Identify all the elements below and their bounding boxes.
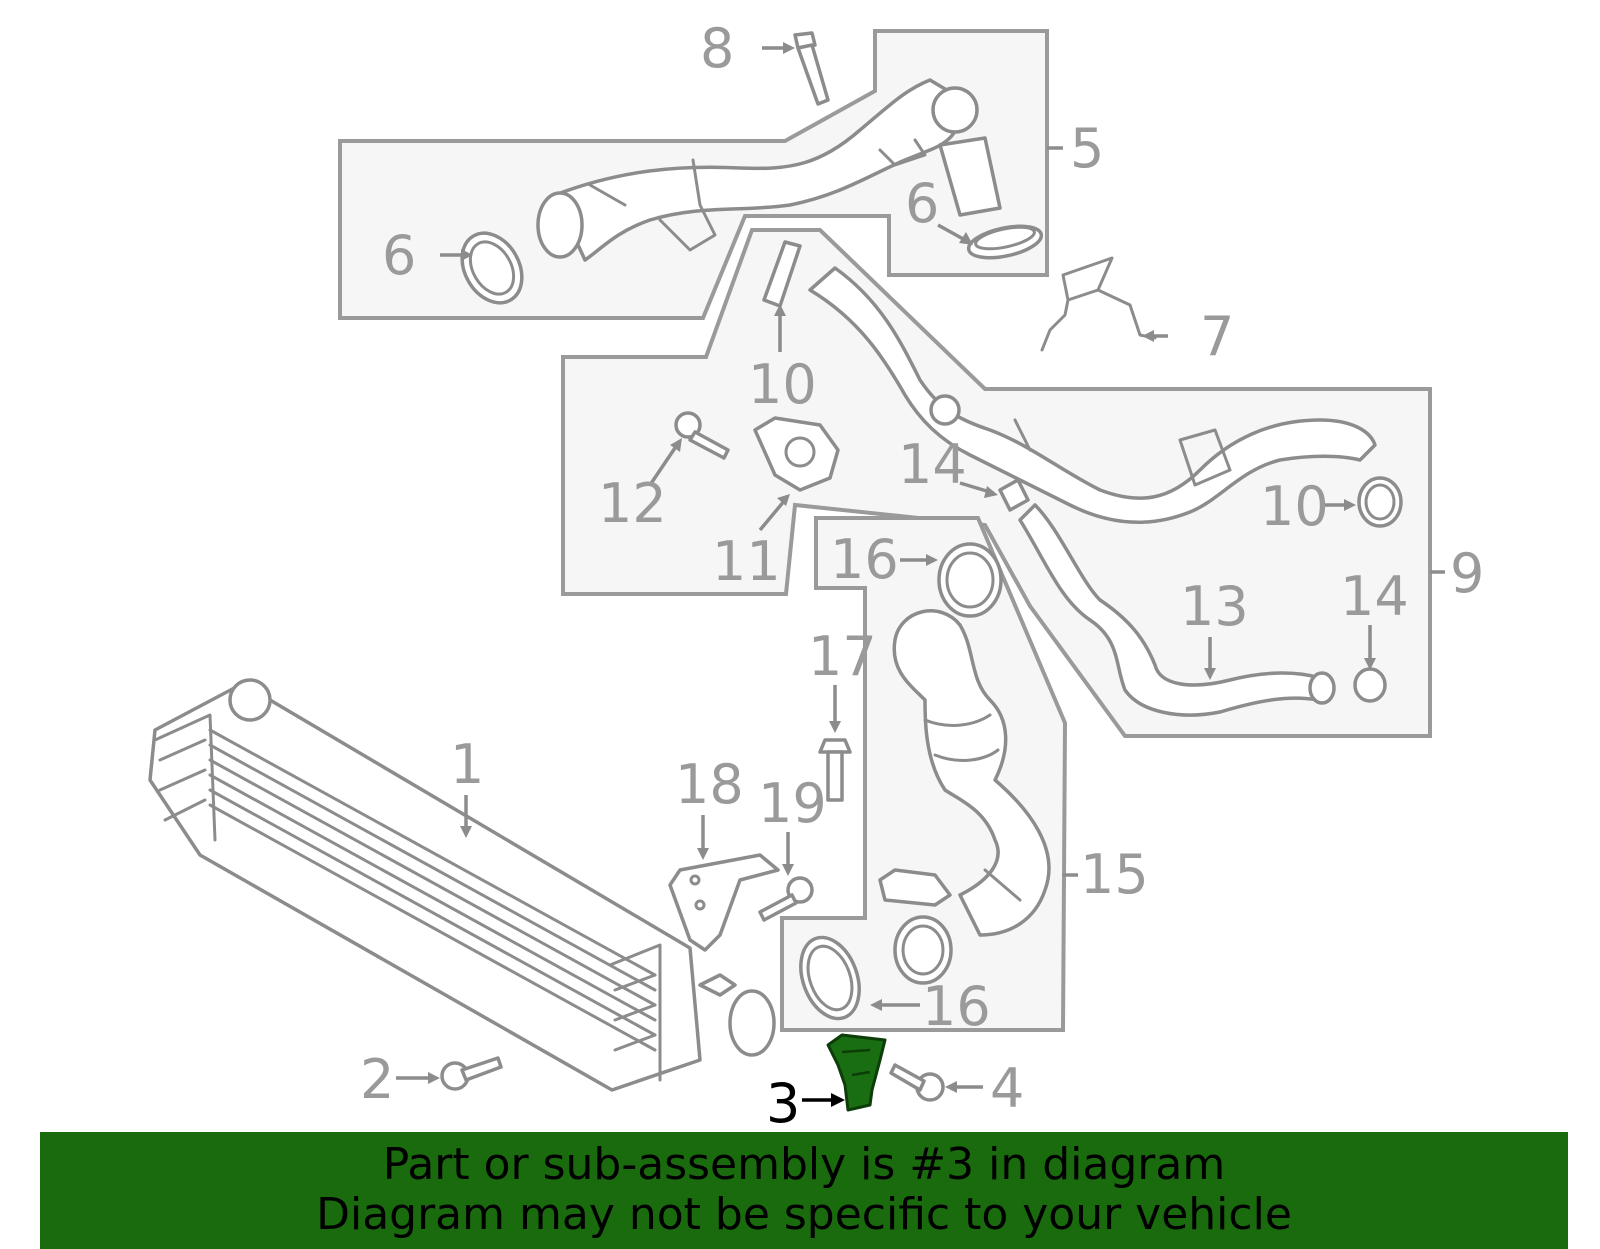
part-14-clip-lower <box>1353 667 1387 703</box>
callout-4: 4 <box>990 1057 1024 1120</box>
callout-16-upper: 16 <box>830 528 899 591</box>
callout-14-upper: 14 <box>898 433 967 496</box>
part-14-clip-upper <box>998 478 1030 512</box>
part-6-clamp-left <box>460 231 524 305</box>
part-12-bolt <box>674 411 730 460</box>
callout-labels: 8 5 6 6 7 10 12 11 14 10 9 16 13 14 17 1… <box>360 17 1484 1135</box>
callout-6-right: 6 <box>905 172 939 235</box>
part-5-intake-pipe <box>536 78 1002 262</box>
callout-1: 1 <box>450 733 484 796</box>
callout-17: 17 <box>808 625 877 688</box>
callout-15: 15 <box>1080 843 1149 906</box>
callout-11: 11 <box>712 530 781 593</box>
part-10-clamp-right <box>1357 476 1403 528</box>
part-15-lower-pipe <box>878 609 1051 985</box>
callout-18: 18 <box>675 753 744 816</box>
banner-line-2: Diagram may not be specific to your vehi… <box>316 1189 1292 1240</box>
part-16-clamp-lower <box>799 935 861 1021</box>
callout-10-upper: 10 <box>748 353 817 416</box>
callout-9: 9 <box>1450 542 1484 605</box>
part-1-intercooler <box>148 678 776 1092</box>
part-3-highlighted <box>826 1033 887 1112</box>
callout-14-lower: 14 <box>1340 565 1409 628</box>
part-11-sensor <box>753 416 840 492</box>
callout-7: 7 <box>1200 305 1234 368</box>
callout-10-right: 10 <box>1260 475 1329 538</box>
callout-12: 12 <box>598 472 667 535</box>
part-9-pipe <box>808 266 1377 524</box>
callout-5: 5 <box>1070 117 1104 180</box>
part-4-bolt <box>889 1063 945 1102</box>
callout-3: 3 <box>766 1072 800 1135</box>
callout-13: 13 <box>1180 575 1249 638</box>
banner-line-1: Part or sub-assembly is #3 in diagram <box>382 1139 1226 1190</box>
part-16-clamp-upper <box>937 542 1003 618</box>
part-6-clamp-right <box>966 224 1044 260</box>
part-7-bracket <box>1040 256 1157 352</box>
callout-19: 19 <box>758 772 827 835</box>
callout-8: 8 <box>700 17 734 80</box>
part-19-bolt <box>758 876 814 922</box>
callout-6-left: 6 <box>382 224 416 287</box>
leader-lines <box>396 42 1445 1107</box>
info-banner: Part or sub-assembly is #3 in diagram Di… <box>40 1132 1568 1249</box>
part-17-bolt <box>818 738 852 802</box>
callout-2: 2 <box>360 1048 394 1111</box>
part-2-bolt <box>440 1056 503 1091</box>
part-13-hose <box>1018 503 1336 717</box>
part-8-bolt <box>793 31 830 106</box>
callout-16-lower: 16 <box>922 975 991 1038</box>
part-18-bracket <box>668 853 780 952</box>
panel-9 <box>561 228 1432 738</box>
